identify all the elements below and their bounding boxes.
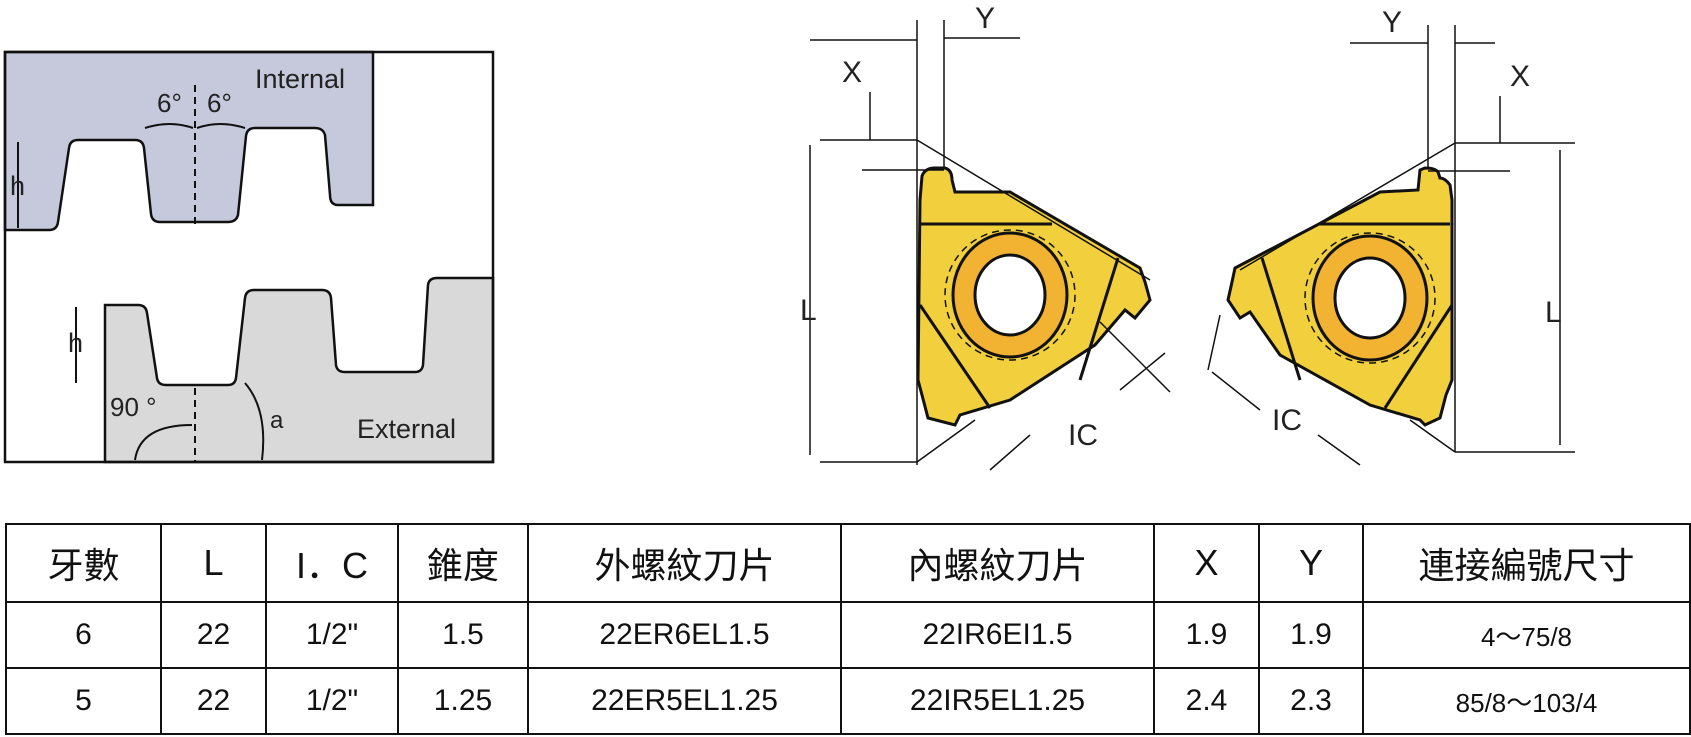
diagrams: Internal External 6° 6° h h 90 ° a Y X L — [3, 2, 1575, 471]
internal-insert-y-label: Y — [1382, 6, 1402, 39]
cell: 2.4 — [1153, 667, 1260, 735]
cell: 1/2" — [265, 667, 399, 735]
table-row: 6 22 1/2" 1.5 22ER6EL1.5 22IR6EI1.5 1.9 … — [5, 601, 1691, 669]
external-insert-y-label: Y — [975, 2, 995, 35]
internal-height-label: h — [10, 171, 25, 201]
cell: 1.9 — [1258, 601, 1364, 669]
cell: 85/8～103/4 — [1362, 667, 1691, 735]
header-connection-size: 連接編號尺寸 — [1362, 523, 1691, 603]
cell: 22IR6EI1.5 — [840, 601, 1155, 669]
angle-right-label: 6° — [207, 88, 232, 118]
cell: 1.5 — [397, 601, 529, 669]
thread-profile-diagram: Internal External 6° 6° h h 90 ° a — [3, 50, 495, 464]
header-thread-count: 牙數 — [5, 523, 162, 603]
cell: 22 — [160, 667, 267, 735]
header-internal-insert: 內螺紋刀片 — [840, 523, 1155, 603]
external-label: External — [357, 414, 456, 444]
internal-thread-region — [3, 50, 375, 232]
cell: 1/2" — [265, 601, 399, 669]
header-ic: I．C — [265, 523, 399, 603]
header-l: L — [160, 523, 267, 603]
external-height-label: h — [68, 328, 83, 358]
external-insert-diagram: Y X L IC — [800, 2, 1171, 471]
cell: 22ER6EL1.5 — [527, 601, 842, 669]
internal-insert-x-label: X — [1510, 60, 1530, 93]
cell: 22ER5EL1.25 — [527, 667, 842, 735]
spec-table: 牙數 L I．C 錐度 外螺紋刀片 內螺紋刀片 X Y 連接編號尺寸 6 22 … — [5, 523, 1691, 735]
cell: 22IR5EL1.25 — [840, 667, 1155, 735]
internal-label: Internal — [255, 64, 345, 94]
cell: 5 — [5, 667, 162, 735]
internal-insert-diagram: Y X L IC — [1207, 6, 1575, 466]
table-header-row: 牙數 L I．C 錐度 外螺紋刀片 內螺紋刀片 X Y 連接編號尺寸 — [5, 523, 1691, 603]
external-insert-x-label: X — [842, 56, 862, 89]
external-insert-ic-label: IC — [1068, 419, 1098, 452]
header-x: X — [1153, 523, 1260, 603]
external-insert-l-label: L — [800, 294, 817, 327]
angle-a-label: a — [270, 407, 284, 434]
cell: 4～75/8 — [1362, 601, 1691, 669]
angle-90-label: 90 ° — [110, 392, 157, 422]
cell: 22 — [160, 601, 267, 669]
header-external-insert: 外螺紋刀片 — [527, 523, 842, 603]
cell: 1.25 — [397, 667, 529, 735]
cell: 2.3 — [1258, 667, 1364, 735]
angle-left-label: 6° — [157, 88, 182, 118]
external-thread-region — [103, 276, 495, 464]
header-y: Y — [1258, 523, 1364, 603]
cell: 6 — [5, 601, 162, 669]
cell: 1.9 — [1153, 601, 1260, 669]
internal-insert-ic-label: IC — [1272, 404, 1302, 437]
internal-insert-l-label: L — [1545, 296, 1562, 329]
table-row: 5 22 1/2" 1.25 22ER5EL1.25 22IR5EL1.25 2… — [5, 667, 1691, 735]
header-taper: 錐度 — [397, 523, 529, 603]
